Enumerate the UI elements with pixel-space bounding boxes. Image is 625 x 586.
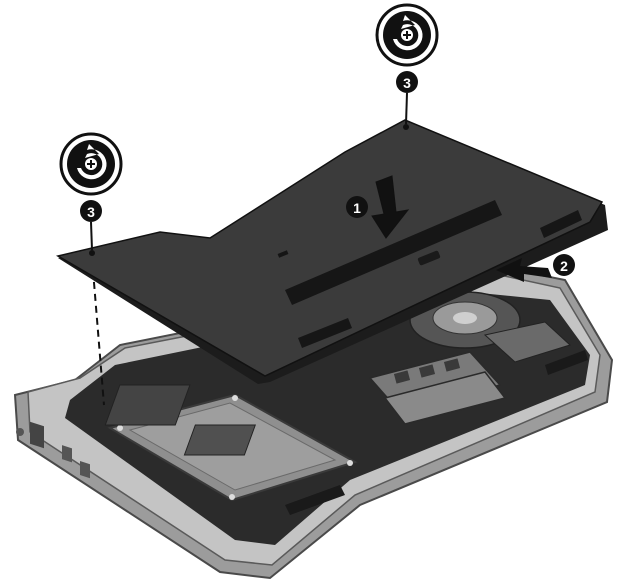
memory-chip xyxy=(393,370,411,384)
screw-leader-left xyxy=(90,221,93,251)
rubber-foot xyxy=(545,350,588,375)
service-cover xyxy=(55,119,608,384)
port-audio xyxy=(16,428,24,436)
cover-vent-lower xyxy=(298,318,352,348)
callout-step-3-right: 3 xyxy=(396,71,418,93)
side-ports xyxy=(16,421,90,479)
callout-circle xyxy=(346,196,368,218)
rubber-foot xyxy=(285,485,345,515)
hard-drive-screw xyxy=(229,494,235,500)
component-block xyxy=(183,424,256,456)
callout-circle xyxy=(80,200,102,222)
arrow-down-icon xyxy=(371,175,410,239)
callout-step-3-left: 3 xyxy=(80,200,102,222)
screw-leader-right xyxy=(405,92,408,125)
callout-number: 3 xyxy=(87,204,95,220)
memory-modules xyxy=(368,351,507,425)
fan-hub xyxy=(453,312,477,324)
callout-number: 1 xyxy=(353,200,361,216)
memory-module xyxy=(383,371,507,425)
phillips-cross xyxy=(403,31,411,39)
phillips-cross xyxy=(87,160,95,168)
cover-vent-main xyxy=(285,200,502,305)
callout-step-2: 2 xyxy=(553,254,575,276)
wlan-card xyxy=(483,321,571,363)
rotate-arrow xyxy=(393,15,423,51)
arrow-left-icon xyxy=(496,258,552,282)
vent-grille xyxy=(285,200,502,305)
screw-rotate-right xyxy=(375,3,439,67)
cover-latch xyxy=(417,250,441,266)
cover-screw-left xyxy=(89,250,95,256)
push-down-arrow xyxy=(371,175,410,239)
screw-alignment-guide xyxy=(91,257,105,406)
port-vga xyxy=(30,421,44,449)
component-block xyxy=(104,384,191,426)
hard-drive-screw xyxy=(347,460,353,466)
screw-rotate-left xyxy=(59,132,123,196)
callout-circle xyxy=(396,71,418,93)
memory-chip xyxy=(443,358,461,372)
cover-screw-right xyxy=(403,124,409,130)
port-usb xyxy=(62,445,72,463)
port-usb-2 xyxy=(80,460,90,479)
callout-step-1: 1 xyxy=(346,196,368,218)
cover-small-slot xyxy=(277,250,289,258)
callout-number: 3 xyxy=(403,75,411,91)
hard-drive-screw xyxy=(117,425,123,431)
rotate-arrow xyxy=(77,144,107,180)
slide-arrow xyxy=(496,258,552,282)
callout-circle xyxy=(553,254,575,276)
callout-number: 2 xyxy=(560,258,568,274)
hard-drive-screw xyxy=(232,395,238,401)
laptop-base xyxy=(13,266,614,580)
cover-vent-right xyxy=(540,210,582,238)
cover-panel xyxy=(55,119,604,377)
memory-chip xyxy=(418,364,436,378)
